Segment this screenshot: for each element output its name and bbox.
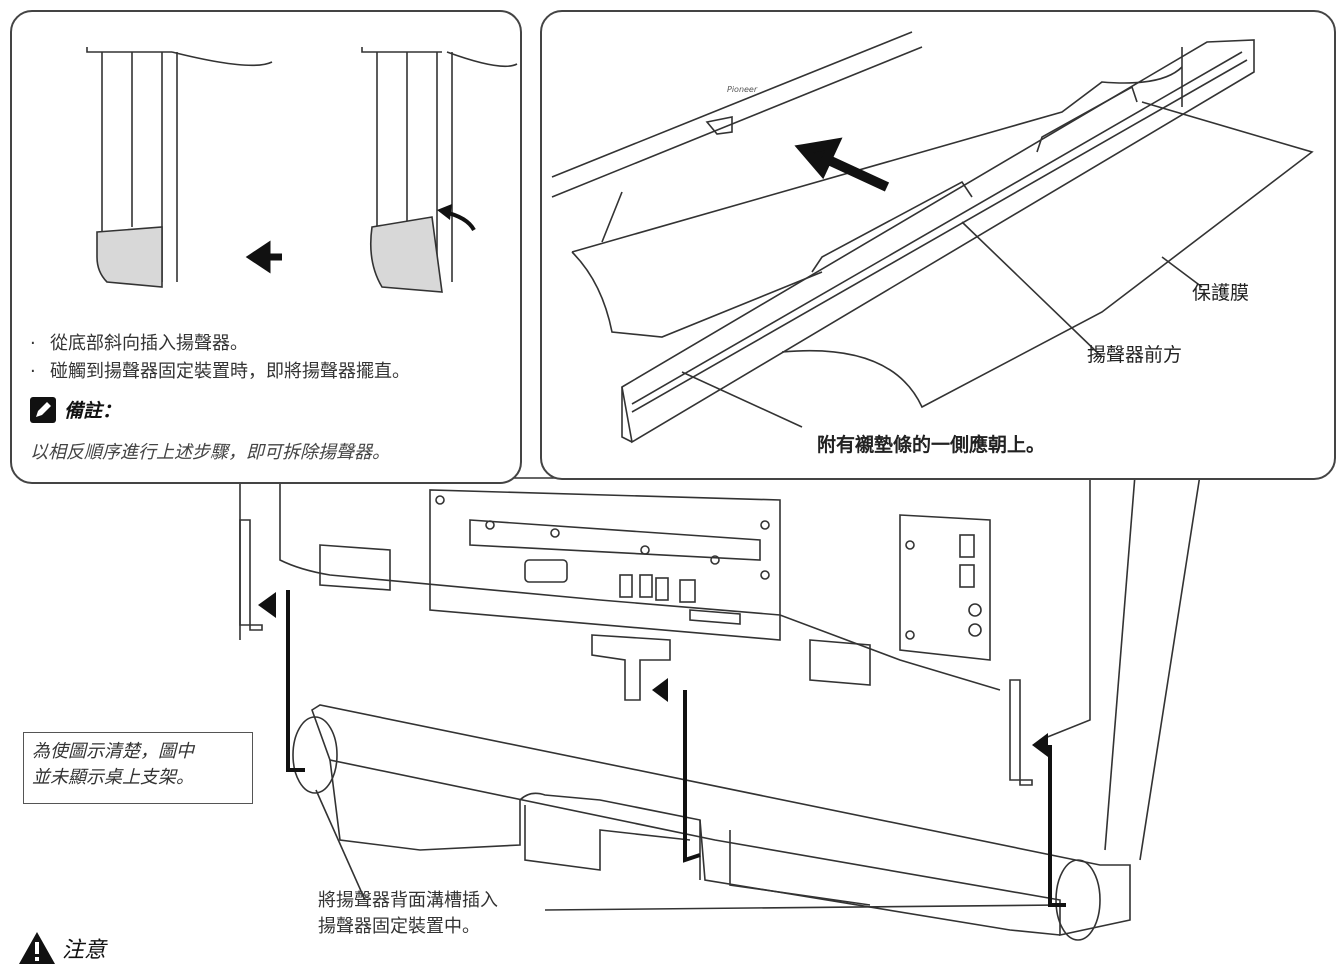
instruction-item: ·碰觸到揚聲器固定裝置時，即將揚聲器擺直。	[30, 361, 410, 382]
caution-title: 注意	[62, 938, 107, 963]
insert-groove-label: 將揚聲器背面溝槽插入 揚聲器固定裝置中。	[318, 888, 498, 940]
inset-panel-right: Pioneer 保護膜 揚聲器前方 附有襯墊條的一側應朝上。	[540, 10, 1336, 480]
note-title: 備註：	[64, 400, 122, 422]
note-header: 備註：	[30, 396, 121, 423]
callout-line: 並未顯示桌上支架。	[32, 767, 194, 788]
brand-text: Pioneer	[727, 85, 758, 94]
label-pad-side-up: 附有襯墊條的一側應朝上。	[817, 434, 1046, 456]
pencil-icon	[30, 396, 56, 423]
speaker-bar-top	[311, 704, 1131, 936]
bracket-right	[1009, 679, 1033, 786]
arrow-right	[1048, 745, 1066, 907]
side-terminal-panel	[899, 514, 991, 661]
speaker-end-straight	[96, 226, 163, 288]
arrow-center	[683, 690, 701, 863]
terminal-panel	[429, 489, 781, 641]
caution-header: 注意	[18, 930, 106, 966]
instruction-item: ·從底部斜向插入揚聲器。	[30, 333, 248, 354]
inset-panel-left: ·從底部斜向插入揚聲器。 ·碰觸到揚聲器固定裝置時，即將揚聲器擺直。 備註： 以…	[10, 10, 522, 484]
insert-label-line: 揚聲器固定裝置中。	[318, 916, 480, 937]
callout-line: 為使圖示清楚，圖中	[32, 741, 194, 762]
speaker-front-illustration: Pioneer	[551, 31, 1314, 444]
tv-housing-outline	[239, 477, 1091, 741]
speaker-end-angled	[369, 216, 443, 293]
insert-angle-illustration	[86, 47, 518, 293]
arrow-left	[286, 590, 305, 772]
stand-omitted-note: 為使圖示清楚，圖中 並未顯示桌上支架。	[23, 732, 253, 804]
label-protective-film: 保護膜	[1192, 282, 1250, 304]
bracket-center	[591, 634, 671, 701]
arrow-push-left	[245, 240, 282, 274]
note-body: 以相反順序進行上述步驟，即可拆除揚聲器。	[30, 442, 390, 463]
bracket-left	[239, 519, 263, 631]
instruction-list: ·從底部斜向插入揚聲器。 ·碰觸到揚聲器固定裝置時，即將揚聲器擺直。	[30, 330, 510, 386]
insert-label-line: 將揚聲器背面溝槽插入	[318, 890, 498, 911]
protective-film	[571, 66, 1183, 253]
zoom-circle-left	[292, 716, 338, 794]
handle-right	[809, 639, 871, 686]
arrow-attach	[794, 137, 890, 192]
warning-icon	[19, 932, 55, 964]
arrow-rotate	[437, 204, 452, 220]
zoom-circle-right	[1055, 859, 1101, 941]
handle-left	[319, 544, 391, 591]
label-speaker-front: 揚聲器前方	[1087, 344, 1183, 366]
